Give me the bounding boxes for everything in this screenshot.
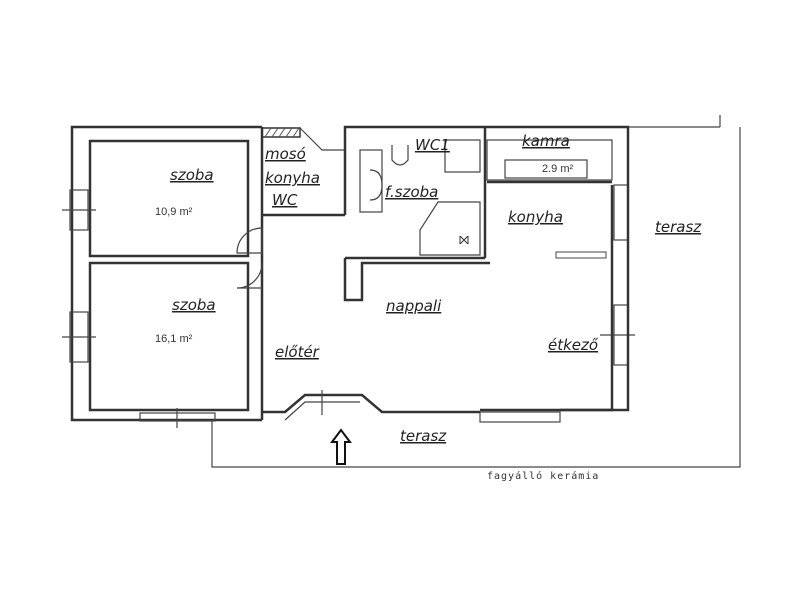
bay-entrance — [262, 390, 480, 421]
room-label: WC1 — [415, 136, 450, 154]
floor-material-note: fagyálló kerámia — [487, 470, 599, 482]
room-label: WC — [272, 191, 298, 209]
entrance-arrow-icon — [330, 428, 352, 465]
room-label: szoba — [172, 296, 216, 314]
door-swing — [236, 262, 263, 289]
room-label: mosó — [265, 145, 306, 163]
room-label: szoba — [170, 166, 214, 184]
room-label: kamra — [522, 132, 570, 150]
hatched-wall — [261, 127, 301, 138]
room-label: konyha — [508, 208, 563, 226]
door-swing — [236, 227, 263, 254]
terrace-outline — [211, 115, 741, 468]
room-area: 10,9 m² — [155, 206, 193, 218]
right-wing-walls — [343, 125, 630, 412]
room-label: étkező — [548, 336, 599, 354]
room-label: előtér — [275, 343, 320, 361]
room-label: terasz — [655, 218, 702, 236]
windows — [62, 184, 635, 428]
room-area: 2.9 m² — [542, 163, 574, 175]
room-area: 16,1 m² — [155, 333, 193, 345]
room-label: terasz — [400, 427, 447, 445]
room-label: nappali — [386, 297, 442, 315]
room-label: f.szoba — [385, 183, 438, 201]
room-label: konyha — [265, 169, 320, 187]
